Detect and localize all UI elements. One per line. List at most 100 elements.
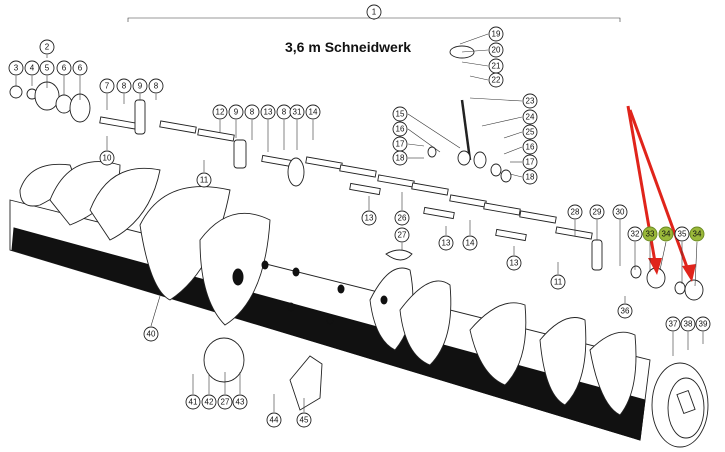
callout-21[interactable]: 21 — [488, 58, 504, 74]
svg-text:9: 9 — [138, 82, 143, 91]
svg-text:13: 13 — [442, 239, 451, 248]
callout-6[interactable]: 6 — [72, 60, 88, 76]
callout-42[interactable]: 42 — [201, 394, 217, 410]
callout-17[interactable]: 17 — [392, 136, 408, 152]
callout-26[interactable]: 26 — [394, 210, 410, 226]
svg-text:28: 28 — [571, 208, 580, 217]
callout-24[interactable]: 24 — [522, 109, 538, 125]
leader-lines — [15, 33, 704, 412]
callout-11[interactable]: 11 — [550, 274, 566, 290]
callout-39[interactable]: 39 — [695, 316, 711, 332]
svg-text:32: 32 — [631, 230, 640, 239]
callout-37[interactable]: 37 — [665, 316, 681, 332]
callout-18[interactable]: 18 — [392, 150, 408, 166]
callout-44[interactable]: 44 — [266, 412, 282, 428]
callout-19[interactable]: 19 — [488, 26, 504, 42]
svg-text:14: 14 — [466, 239, 475, 248]
svg-text:17: 17 — [526, 158, 535, 167]
callout-14[interactable]: 14 — [305, 104, 321, 120]
callout-1[interactable]: 1 — [366, 4, 382, 20]
callout-2[interactable]: 2 — [39, 39, 55, 55]
svg-text:27: 27 — [398, 231, 407, 240]
svg-text:24: 24 — [526, 113, 535, 122]
callout-3[interactable]: 3 — [8, 60, 24, 76]
callout-9[interactable]: 9 — [228, 104, 244, 120]
callout-11[interactable]: 11 — [196, 172, 212, 188]
svg-text:15: 15 — [396, 110, 405, 119]
callout-29[interactable]: 29 — [589, 204, 605, 220]
leader-line — [481, 116, 523, 127]
callout-13[interactable]: 13 — [438, 235, 454, 251]
callout-34[interactable]: 34 — [689, 226, 705, 242]
svg-text:4: 4 — [30, 64, 35, 73]
leader-line — [509, 173, 523, 178]
svg-text:6: 6 — [78, 64, 83, 73]
svg-text:8: 8 — [282, 108, 287, 117]
callout-22[interactable]: 22 — [488, 72, 504, 88]
leader-line — [461, 49, 489, 53]
svg-text:26: 26 — [398, 214, 407, 223]
svg-text:31: 31 — [293, 108, 302, 117]
callout-6[interactable]: 6 — [56, 60, 72, 76]
callout-8[interactable]: 8 — [116, 78, 132, 94]
callout-27[interactable]: 27 — [394, 227, 410, 243]
callout-5[interactable]: 5 — [39, 60, 55, 76]
callout-35[interactable]: 35 — [674, 226, 690, 242]
svg-text:17: 17 — [396, 140, 405, 149]
annotation-arrows — [626, 105, 696, 282]
svg-text:29: 29 — [593, 208, 602, 217]
callout-12[interactable]: 12 — [212, 104, 228, 120]
callout-8[interactable]: 8 — [276, 104, 292, 120]
callout-4[interactable]: 4 — [24, 60, 40, 76]
diagram-title: 3,6 m Schneidwerk — [285, 39, 411, 55]
callout-40[interactable]: 40 — [143, 326, 159, 342]
callout-17[interactable]: 17 — [522, 154, 538, 170]
svg-text:27: 27 — [221, 398, 230, 407]
svg-text:12: 12 — [216, 108, 225, 117]
callout-43[interactable]: 43 — [232, 394, 248, 410]
auger-flights — [19, 161, 637, 416]
callout-20[interactable]: 20 — [488, 42, 504, 58]
callout-25[interactable]: 25 — [522, 124, 538, 140]
callout-32[interactable]: 32 — [627, 226, 643, 242]
callout-16[interactable]: 16 — [522, 139, 538, 155]
callout-41[interactable]: 41 — [185, 394, 201, 410]
svg-text:33: 33 — [646, 230, 655, 239]
svg-text:6: 6 — [62, 64, 67, 73]
svg-text:13: 13 — [264, 108, 273, 117]
svg-text:1: 1 — [372, 8, 377, 17]
leader-line — [694, 241, 698, 287]
callout-13[interactable]: 13 — [506, 255, 522, 271]
callout-38[interactable]: 38 — [680, 316, 696, 332]
callout-10[interactable]: 10 — [99, 150, 115, 166]
callout-27[interactable]: 27 — [217, 394, 233, 410]
callout-36[interactable]: 36 — [617, 303, 633, 319]
callout-16[interactable]: 16 — [392, 121, 408, 137]
callout-18[interactable]: 18 — [522, 169, 538, 185]
svg-text:38: 38 — [684, 320, 693, 329]
callout-45[interactable]: 45 — [296, 412, 312, 428]
callout-31[interactable]: 31 — [289, 104, 305, 120]
svg-text:35: 35 — [678, 230, 687, 239]
callout-13[interactable]: 13 — [260, 104, 276, 120]
callout-30[interactable]: 30 — [612, 204, 628, 220]
svg-text:44: 44 — [270, 416, 279, 425]
leader-line — [659, 241, 667, 271]
callout-13[interactable]: 13 — [361, 210, 377, 226]
callout-28[interactable]: 28 — [567, 204, 583, 220]
callout-33[interactable]: 33 — [642, 226, 658, 242]
svg-text:11: 11 — [200, 176, 209, 185]
svg-text:36: 36 — [621, 307, 630, 316]
callout-23[interactable]: 23 — [522, 93, 538, 109]
callout-9[interactable]: 9 — [132, 78, 148, 94]
svg-text:43: 43 — [236, 398, 245, 407]
callout-7[interactable]: 7 — [99, 78, 115, 94]
callout-14[interactable]: 14 — [462, 235, 478, 251]
leader-line — [150, 295, 161, 327]
callout-34[interactable]: 34 — [658, 226, 674, 242]
svg-text:41: 41 — [189, 398, 198, 407]
callout-8[interactable]: 8 — [244, 104, 260, 120]
callout-15[interactable]: 15 — [392, 106, 408, 122]
callout-8[interactable]: 8 — [148, 78, 164, 94]
